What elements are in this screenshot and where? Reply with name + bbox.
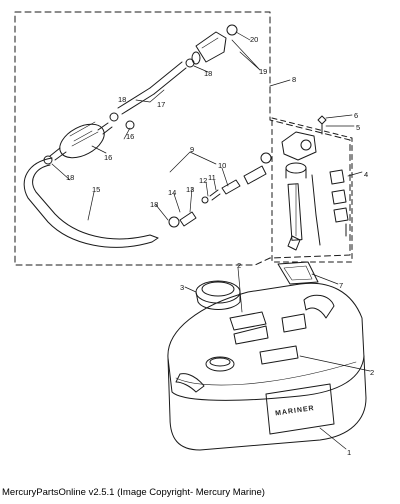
hose-clamp-part [109,112,119,122]
callout-12: 12 [199,176,207,185]
callout-19: 19 [259,67,267,76]
callout-labels: 1 2 2 3 4 5 6 7 8 9 10 11 12 13 14 15 16… [66,35,374,457]
primer-bulb-part [49,121,113,161]
callout-15: 15 [92,185,100,194]
callout-18: 18 [66,173,74,182]
callout-13: 13 [186,185,194,194]
tank-connector-part [195,24,238,63]
callout-6: 6 [354,111,358,120]
callout-5: 5 [356,123,360,132]
callout-11: 11 [208,173,216,182]
fitting-assembly-part [168,152,272,228]
fuel-pickup-part [277,115,349,285]
callout-2: 2 [237,261,241,270]
tank-brand-label: MARINER [275,405,315,417]
callout-14: 14 [168,188,176,197]
fuel-hose-segment-part [117,51,201,115]
callout-9: 9 [190,145,194,154]
image-caption: MercuryPartsOnline v2.5.1 (Image Copyrig… [2,487,265,498]
callout-18: 18 [150,200,158,209]
callout-10: 10 [218,161,226,170]
hose-clamp-part [43,155,53,165]
callout-4: 4 [364,170,368,179]
fuel-line-group-boundary [14,11,351,266]
fuel-tank-part [167,282,367,451]
callout-2: 2 [370,368,374,377]
fuel-hose-part [23,157,159,248]
callout-18: 18 [118,95,126,104]
callout-7: 7 [339,281,343,290]
callout-3: 3 [180,283,184,292]
pickup-group-boundary [271,117,353,263]
callout-20: 20 [250,35,258,44]
callout-16: 16 [126,132,134,141]
callout-17: 17 [157,100,165,109]
callout-16: 16 [104,153,112,162]
fuel-cap-part [195,280,241,310]
callout-18: 18 [204,69,212,78]
callout-8: 8 [292,75,296,84]
hose-clamp-part [125,120,135,130]
callout-1: 1 [347,448,351,457]
leader-lines [51,31,371,450]
